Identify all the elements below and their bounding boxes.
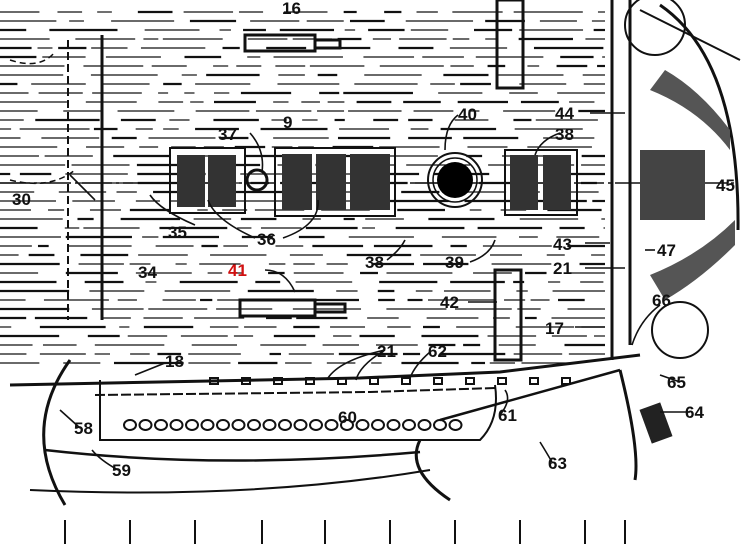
bulkhead-left — [9, 35, 104, 320]
pulley-block — [185, 419, 199, 431]
pulley-block — [324, 419, 339, 431]
pulley-block — [169, 419, 184, 431]
callout-43: 43 — [553, 235, 572, 254]
pulley-block — [355, 419, 370, 431]
bulwark-and-channel — [9, 353, 641, 441]
port-hole — [497, 377, 507, 385]
pulley-block — [138, 419, 153, 431]
callout-59: 59 — [112, 461, 131, 480]
port-hole — [337, 377, 347, 385]
callout-34: 34 — [138, 263, 157, 282]
anchors — [29, 359, 673, 506]
pulley-block — [309, 419, 323, 431]
callout-44: 44 — [555, 104, 574, 123]
callout-labels: 16 9 37 30 35 36 38 40 44 38 45 43 47 39… — [12, 0, 735, 480]
callout-36: 36 — [257, 230, 276, 249]
callout-61: 61 — [498, 406, 517, 425]
pulley-block — [417, 419, 432, 431]
pulley-block — [247, 419, 261, 431]
callout-21-upper: 21 — [553, 259, 572, 278]
pulley-block — [216, 419, 230, 431]
capstan — [427, 152, 483, 208]
pulley-block — [448, 419, 463, 431]
ruler-ticks — [64, 520, 626, 544]
callout-45: 45 — [716, 176, 735, 195]
pulley-block — [293, 419, 308, 431]
callout-16: 16 — [282, 0, 301, 18]
pulley-block — [371, 419, 385, 431]
leader-lines — [59, 112, 690, 471]
callout-47: 47 — [657, 241, 676, 260]
callout-66: 66 — [652, 291, 671, 310]
port-hole — [273, 377, 283, 385]
grating-right — [504, 149, 578, 216]
callout-21-lower: 21 — [377, 342, 396, 361]
pulley-block — [154, 419, 168, 431]
callout-37: 37 — [218, 125, 237, 144]
callout-38-right: 38 — [555, 125, 574, 144]
port-hole — [369, 377, 379, 385]
pulley-block — [433, 419, 447, 431]
port-hole — [305, 377, 315, 385]
callout-35: 35 — [168, 223, 187, 242]
pulley-block — [340, 419, 354, 431]
pulley-block — [200, 419, 215, 431]
pulley-block — [262, 419, 277, 431]
callout-9: 9 — [283, 113, 292, 132]
pulley-block — [402, 419, 416, 431]
port-hole — [433, 377, 443, 385]
callout-38-left: 38 — [365, 253, 384, 272]
cannons — [238, 0, 525, 362]
port-hole — [209, 377, 219, 385]
callout-42: 42 — [440, 293, 459, 312]
callout-40: 40 — [458, 105, 477, 124]
callout-30: 30 — [12, 190, 31, 209]
port-hole — [465, 377, 475, 385]
bow-structure — [610, 0, 741, 360]
pulley-block — [386, 419, 401, 431]
port-hole — [241, 377, 251, 385]
port-hole — [401, 377, 411, 385]
callout-62: 62 — [428, 342, 447, 361]
pulley-block — [278, 419, 292, 431]
callout-63: 63 — [548, 454, 567, 473]
callout-18: 18 — [165, 352, 184, 371]
callout-60: 60 — [338, 408, 357, 427]
callout-65: 65 — [667, 373, 686, 392]
port-hole — [529, 377, 539, 385]
callout-17: 17 — [545, 319, 564, 338]
callout-39: 39 — [445, 253, 464, 272]
pulley-block — [123, 419, 137, 431]
callout-58: 58 — [74, 419, 93, 438]
callout-64: 64 — [685, 403, 704, 422]
callout-41: 41 — [228, 261, 247, 280]
pulley-block — [231, 419, 246, 431]
gratings-left — [169, 147, 396, 217]
